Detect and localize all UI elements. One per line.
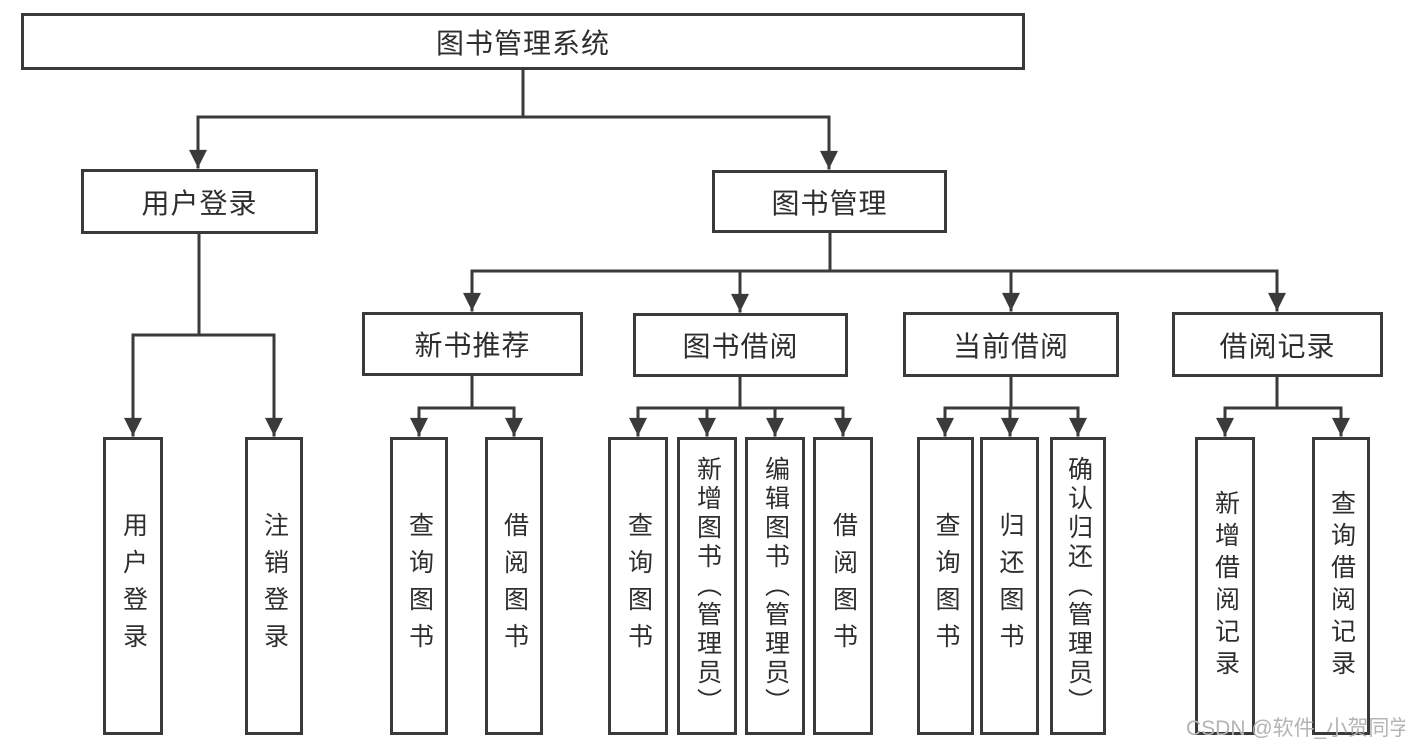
node-current-borrowing: 当前借阅 (903, 312, 1119, 377)
node-label: 查询图书 (932, 512, 960, 660)
node-label: 确认归还（管理员） (1064, 455, 1093, 717)
node-label: 当前借阅 (952, 330, 1069, 362)
leaf-query-books-recommend: 查询图书 (390, 437, 448, 735)
node-label: 新增借阅记录 (1211, 490, 1240, 682)
node-label: 借阅图书 (500, 512, 529, 660)
leaf-borrow-books: 借阅图书 (813, 437, 873, 735)
node-label: 注销登录 (260, 512, 289, 660)
leaf-query-books-current: 查询图书 (917, 437, 974, 735)
node-label: 借阅图书 (829, 512, 858, 660)
node-user-login: 用户登录 (81, 169, 318, 234)
leaf-confirm-return-admin: 确认归还（管理员） (1050, 437, 1106, 735)
csdn-watermark: CSDN @软件_小贺同学 (1186, 717, 1405, 740)
node-label: 新增图书（管理员） (693, 455, 722, 717)
leaf-query-borrow-record: 查询借阅记录 (1312, 437, 1370, 735)
node-label: 归还图书 (996, 512, 1024, 660)
node-book-borrowing: 图书借阅 (633, 313, 848, 377)
node-label: 借阅记录 (1219, 330, 1336, 362)
leaf-query-books-borrow: 查询图书 (608, 437, 668, 735)
leaf-add-books-admin: 新增图书（管理员） (677, 437, 737, 735)
node-label: 用户登录 (141, 187, 258, 219)
leaf-user-login: 用户登录 (103, 437, 163, 735)
node-label: 查询图书 (624, 512, 653, 660)
node-label: 查询图书 (405, 512, 434, 660)
node-label: 图书管理系统 (435, 27, 610, 59)
node-label: 新书推荐 (414, 330, 531, 361)
node-label: 查询借阅记录 (1327, 490, 1356, 682)
node-label: 编辑图书（管理员） (761, 455, 790, 717)
leaf-borrow-books-recommend: 借阅图书 (485, 437, 543, 735)
leaf-return-books: 归还图书 (980, 437, 1039, 735)
node-label: 用户登录 (119, 512, 148, 660)
leaf-edit-books-admin: 编辑图书（管理员） (745, 437, 805, 735)
node-label: 图书借阅 (682, 331, 799, 362)
leaf-logout: 注销登录 (245, 437, 303, 735)
node-book-management: 图书管理 (712, 170, 947, 233)
leaf-add-borrow-record: 新增借阅记录 (1195, 437, 1255, 735)
node-new-book-recommend: 新书推荐 (362, 312, 583, 376)
node-borrow-records: 借阅记录 (1172, 312, 1383, 377)
node-label: 图书管理 (771, 187, 888, 219)
node-root-system: 图书管理系统 (21, 13, 1025, 70)
